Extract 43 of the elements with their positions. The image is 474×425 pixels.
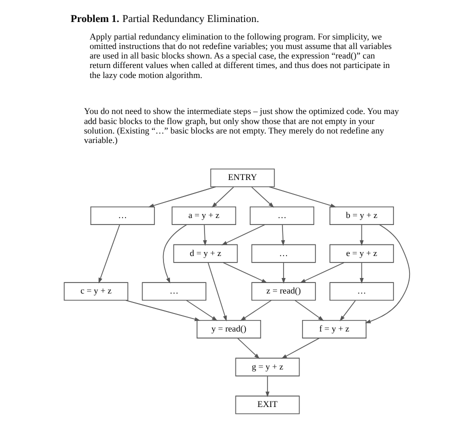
arrow <box>281 338 320 359</box>
node-box: EXIT <box>235 396 300 414</box>
label: Apply partial redundancy elimination to the following program. For simplicity, we omitted instructions that do not redefine variables; you must assume that all variables are used in all basic blocks shown. As a special case, the expression “read()” can return different values when called at different times, and thus does not participate in the lazy code motion algorithm. <box>90 31 392 80</box>
arrow <box>360 262 364 284</box>
node-box: c = y + z <box>64 282 128 301</box>
arrow <box>208 262 227 322</box>
node-box: ENTRY <box>210 168 275 188</box>
node-box: … <box>90 206 155 225</box>
arrow <box>365 224 410 324</box>
arrow <box>125 300 200 322</box>
arrow <box>340 300 356 322</box>
arrow <box>202 224 207 246</box>
arrow <box>251 186 274 208</box>
node-box: … <box>251 244 316 263</box>
node-box: … <box>142 282 206 301</box>
node-box: g = y + z <box>235 358 300 376</box>
diagram-title: Problem 1. Partial Redundancy Elimination. <box>70 14 260 26</box>
arrow <box>266 376 270 398</box>
arrow <box>282 262 286 284</box>
arrow <box>240 300 272 321</box>
arrow <box>186 300 218 321</box>
arrow <box>221 224 266 246</box>
arrow <box>148 186 216 208</box>
node-box: a = y + z <box>172 206 236 225</box>
arrow <box>237 338 260 359</box>
label: You do not need to show the intermediate steps – just show the optimized code. You may add basic blocks to the flow graph, but only show those that are not empty in your solution. (Existing “…” basic blocks are not empty. They merely do not redefine any variable.) <box>84 106 399 146</box>
node-box: d = y + z <box>173 244 238 263</box>
arrow <box>360 224 364 246</box>
node-box: e = y + z <box>329 244 394 263</box>
node-box: z = read() <box>251 282 316 301</box>
arrow <box>268 186 336 208</box>
arrow <box>98 224 120 284</box>
node-box: y = read() <box>196 320 262 338</box>
arrow <box>212 186 234 208</box>
node-box: b = y + z <box>329 206 394 225</box>
node-box: … <box>329 282 394 301</box>
arrow <box>300 262 344 284</box>
node-box: … <box>250 206 314 225</box>
arrow <box>294 300 324 321</box>
arrow <box>162 224 187 284</box>
arrow <box>281 224 286 246</box>
arrow <box>222 262 268 284</box>
node-box: f = y + z <box>302 320 367 338</box>
